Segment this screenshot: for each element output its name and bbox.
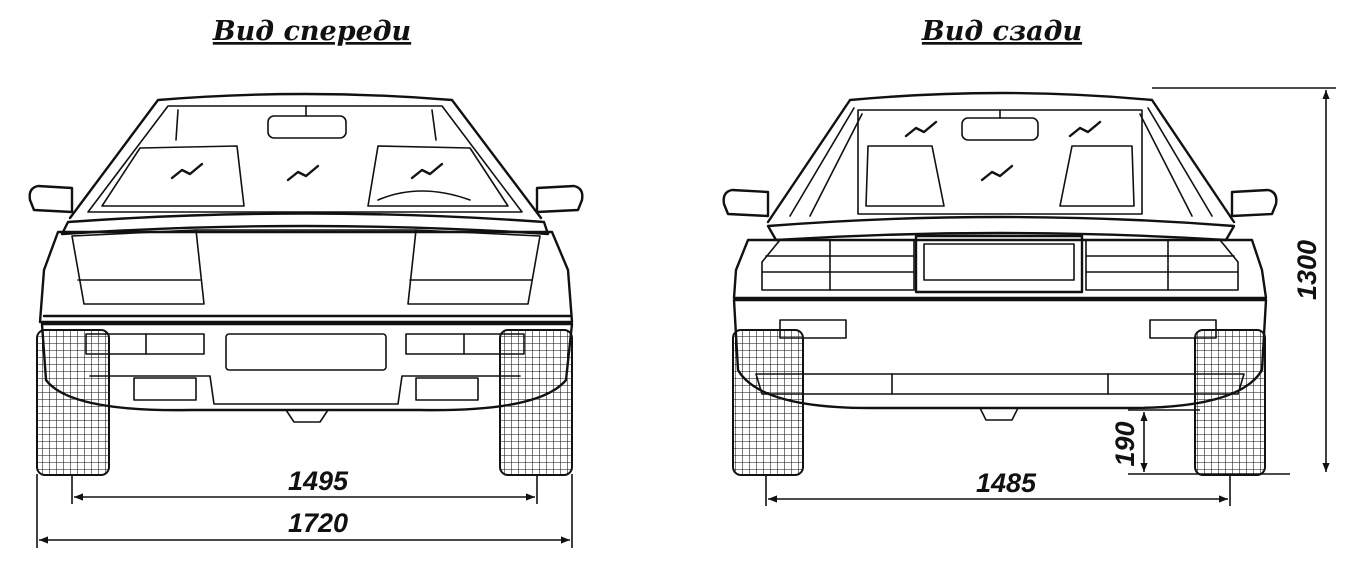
windshield — [87, 105, 523, 213]
rear-interior-mirror — [961, 117, 1039, 141]
rear-view-mirror — [267, 115, 347, 139]
front-width-value: 1720 — [288, 508, 348, 538]
right-fog-light — [415, 377, 479, 401]
front-left-wheel — [36, 329, 110, 476]
clearance-value: 190 — [1110, 421, 1140, 466]
height-value: 1300 — [1292, 240, 1322, 300]
rear-roof-outline — [766, 91, 1236, 224]
front-track-value: 1495 — [288, 466, 349, 496]
right-indicator — [405, 333, 525, 355]
hood-edge — [60, 212, 550, 236]
front-right-seat — [367, 145, 509, 207]
rear-body — [732, 238, 1268, 300]
rear-window — [857, 109, 1143, 215]
left-headlight — [71, 229, 205, 305]
rear-left-seat — [865, 145, 945, 207]
front-left-mirror — [28, 184, 74, 214]
front-dimensions: 1495 1720 — [36, 466, 573, 548]
front-left-seat — [101, 145, 245, 207]
front-view-title: Вид спереди — [212, 16, 411, 47]
rear-bumper-strip — [755, 373, 1245, 395]
front-body — [38, 230, 574, 324]
rear-view-title: Вид сзади — [921, 16, 1082, 47]
left-reflector — [779, 319, 847, 339]
front-bumper — [40, 322, 574, 412]
rear-right-mirror — [1230, 188, 1278, 218]
front-roof-outline — [68, 92, 543, 220]
front-right-wheel — [499, 329, 573, 476]
front-license-plate — [225, 333, 387, 371]
right-reflector — [1149, 319, 1217, 339]
left-tail-light — [761, 239, 915, 291]
steering-wheel — [377, 190, 471, 201]
rear-plate-frame — [914, 234, 1084, 294]
left-indicator — [85, 333, 205, 355]
rear-view-car — [722, 91, 1278, 476]
right-headlight — [407, 229, 541, 305]
rear-left-mirror — [722, 188, 770, 218]
rear-bumper — [732, 298, 1268, 410]
rear-right-seat — [1059, 145, 1135, 207]
rear-license-plate — [923, 243, 1075, 281]
left-fog-light — [133, 377, 197, 401]
front-right-mirror — [535, 184, 584, 214]
front-view-car — [28, 92, 584, 476]
rear-left-wheel — [732, 329, 804, 476]
rear-dimensions: 1485 190 1300 — [765, 87, 1336, 506]
right-tail-light — [1085, 239, 1239, 291]
rear-track-value: 1485 — [976, 468, 1037, 498]
